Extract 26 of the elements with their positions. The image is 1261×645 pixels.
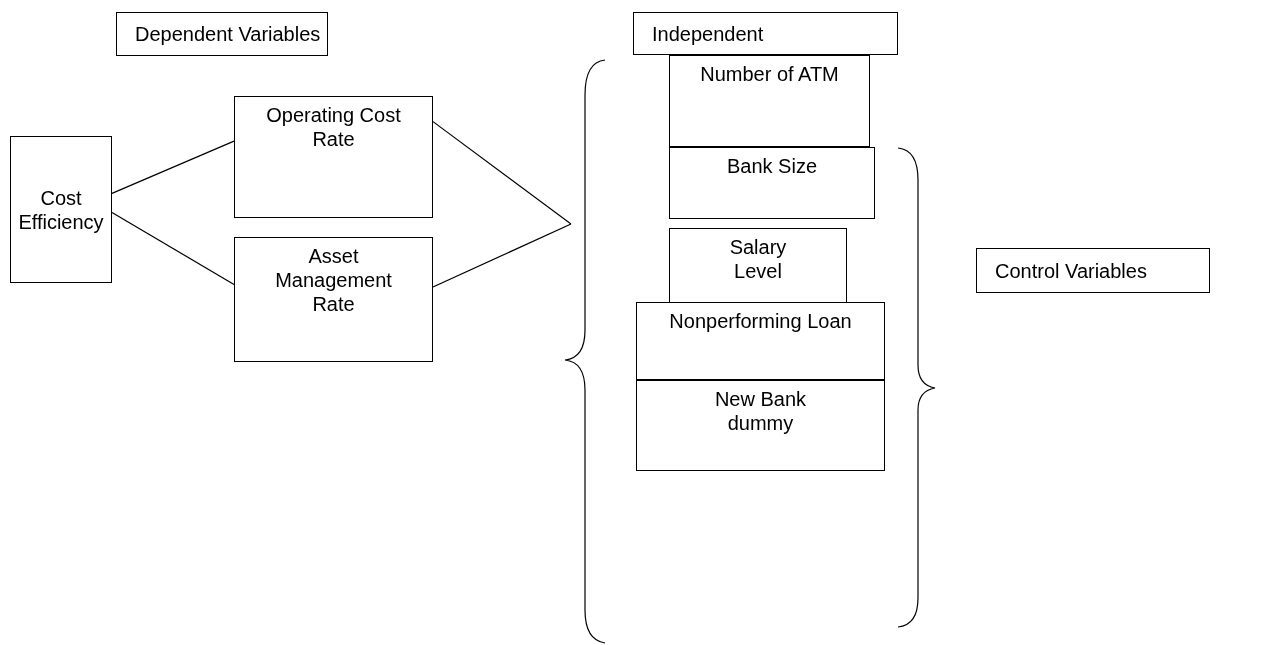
connector-line — [111, 140, 235, 194]
box-text: Control Variables — [995, 258, 1147, 283]
variable-box — [234, 96, 433, 218]
box-text: Bank Size — [726, 154, 818, 178]
box-text: New Bank dummy — [713, 387, 808, 435]
box-text: Dependent Variables — [135, 22, 321, 46]
category-label-box — [116, 12, 328, 56]
connector-line — [432, 223, 572, 288]
box-text: Operating Cost Rate — [265, 103, 402, 151]
connector-line — [432, 121, 572, 225]
box-text: Nonperforming Loan — [669, 309, 852, 333]
box-text: Cost Efficiency — [17, 185, 105, 234]
variable-box — [10, 136, 112, 283]
variable-box — [234, 237, 433, 362]
category-label-box — [633, 12, 898, 55]
box-text: Asset Management Rate — [274, 244, 393, 316]
variable-box — [636, 380, 885, 471]
box-text: Salary Level — [728, 235, 788, 283]
variable-box — [636, 302, 885, 380]
category-label-box — [976, 248, 1210, 293]
connector-line — [111, 211, 235, 286]
variable-box — [669, 147, 875, 219]
variable-box — [669, 55, 870, 147]
box-text: Independent — [652, 21, 764, 46]
box-text: Number of ATM — [700, 62, 839, 86]
variable-box — [669, 228, 847, 303]
